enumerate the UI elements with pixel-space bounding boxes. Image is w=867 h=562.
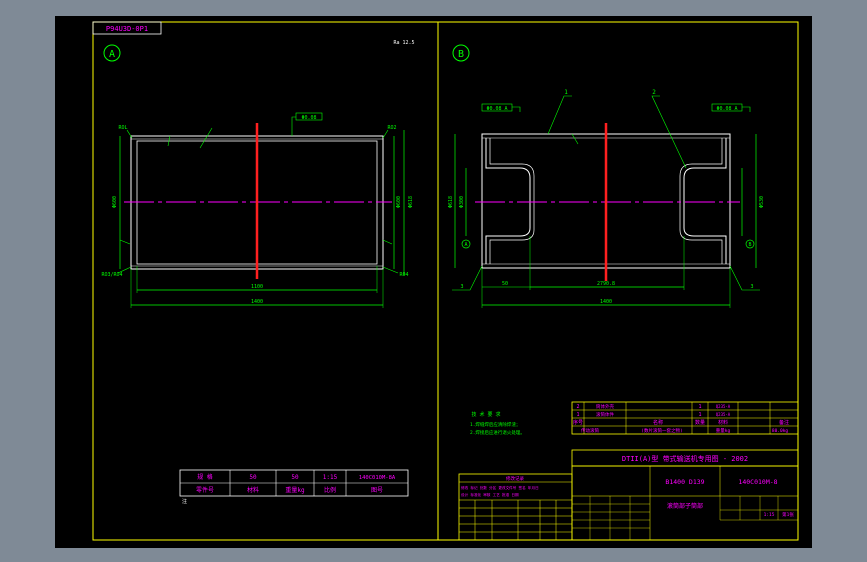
- spec-left: B1400 D139: [665, 478, 704, 486]
- scale-cell: 第1张: [782, 511, 794, 518]
- part-row-cell: Q235-A: [716, 412, 731, 417]
- view-a-tag-left-bottom: RO3/RO4: [101, 272, 122, 278]
- view-a-tag-top: Φ0.08: [301, 115, 316, 121]
- spec-cell: 140C010M-8A: [359, 475, 396, 481]
- view-a-roughness-note: Ra 12.5: [393, 40, 414, 46]
- scale-cell: 1:15: [764, 512, 775, 518]
- view-b-datum-a-circle: [461, 239, 471, 249]
- spec-cell: 50: [291, 474, 299, 481]
- view-b-left-width: 50: [502, 281, 508, 287]
- view-b-tag-left-box: [481, 103, 513, 112]
- view-b-datum-b-circle: [745, 239, 755, 249]
- technical-notes: 技 术 要 求 1.焊缝焊后应清除焊渣； 2.焊接后应进行退火处理。: [470, 411, 525, 436]
- info-cell: 传动滚筒: [581, 427, 599, 434]
- info-cell: (数片滚筒一套之物): [641, 427, 682, 434]
- part-row-cell: 1: [698, 412, 701, 418]
- view-a-tag-top-box: [295, 112, 323, 121]
- spec-cell: 材料: [247, 486, 259, 494]
- view-b-weld-right: 3: [750, 284, 753, 290]
- title-block: 2 筒体外壳 1 Q235-A 1 滚筒体件 1 Q235-A 序号 名称 数量…: [571, 401, 799, 541]
- spec-cell: 50: [249, 474, 257, 481]
- view-a-dia-left: Φ600: [112, 196, 118, 208]
- revision-line-2: 设计 标准化 审核 工艺 批准 日期: [461, 492, 519, 497]
- view-a-tag-right-bottom: RO4: [399, 272, 408, 278]
- part-row-cell: 筒体外壳: [596, 403, 614, 410]
- view-a-tag-left-top: ROL: [118, 125, 127, 131]
- spec-cell: 比例: [324, 486, 336, 494]
- view-b-tag-left: Φ0.08 A: [486, 106, 507, 112]
- view-a-label: A: [109, 49, 115, 60]
- revision-title: 修改记录: [506, 475, 524, 482]
- parts-header-cell: 备注: [779, 419, 789, 426]
- view-b-tag-right: Φ0.08 A: [716, 106, 737, 112]
- info-cell: 重量kg: [716, 427, 731, 434]
- spec-footnote: 注: [182, 498, 187, 505]
- view-a: A Ra 12.5 1100 1400 Φ600 Φ600 Φ618 Φ0.08…: [101, 40, 415, 308]
- parts-header-cell: 名称: [653, 419, 663, 426]
- notes-title: 技 术 要 求: [471, 411, 500, 418]
- sheet-border: [92, 21, 799, 541]
- view-b-datum-b: B: [748, 242, 751, 248]
- drawing-sheet: [55, 16, 812, 548]
- view-b-dia-total: Φ618: [448, 196, 454, 208]
- part-row-cell: 2: [576, 404, 579, 410]
- notes-line-2: 2.焊接后应进行退火处理。: [470, 429, 525, 436]
- view-b-tag-right-box: [711, 103, 743, 112]
- part-row-cell: 滚筒体件: [596, 411, 614, 418]
- view-a-label-circle: [103, 44, 121, 62]
- view-b-datum-a: A: [464, 242, 467, 248]
- view-b-dia-inner: Φ300: [459, 196, 465, 208]
- project-title: DTII(A)型 带式输送机专用图 - 2002: [622, 454, 748, 463]
- view-b-callout-1: 1: [564, 89, 568, 96]
- info-cell: 80.0kg: [772, 428, 789, 434]
- spec-cell: 重量kg: [285, 486, 305, 494]
- drawing-code-box: [92, 21, 162, 35]
- view-b-dia-outer: Φ530: [759, 196, 765, 208]
- view-a-tag-right-top: RO2: [387, 125, 396, 131]
- view-b-label: B: [458, 49, 464, 60]
- drawing-code: P94U3D-0P1: [106, 25, 148, 33]
- view-b-left-hub: [485, 138, 531, 264]
- spec-cell: 1:15: [323, 474, 338, 481]
- revision-line-1: 修改 标记 处数 分区 更改文件号 签名 年月日: [461, 485, 539, 490]
- view-b-right-hub: [683, 138, 727, 264]
- spec-cell: 零件号: [196, 486, 214, 494]
- part-row-cell: 1: [576, 412, 579, 418]
- view-b: B 50 2790.8 1400 Φ618 Φ300 Φ530: [448, 44, 765, 308]
- view-b-length-inner: 2790.8: [597, 281, 615, 287]
- drawing-number: 140C010M-8: [738, 478, 777, 486]
- spec-table: 规 格 50 50 1:15 140C010M-8A 零件号 材料 重量kg 比…: [179, 469, 409, 505]
- spec-cell: 规 格: [197, 473, 213, 481]
- view-b-callout-2: 2: [652, 89, 656, 96]
- parts-header-cell: 序号: [573, 419, 583, 426]
- spec-cell: 图号: [371, 487, 383, 494]
- parts-header-cell: 材料: [718, 419, 728, 426]
- view-b-length-total: 1400: [600, 299, 612, 305]
- part-row-cell: Q235-A: [716, 404, 731, 409]
- part-row-cell: 1: [698, 404, 701, 410]
- part-name: 滚筒部子筒部: [667, 502, 703, 510]
- view-b-label-circle: [452, 44, 470, 62]
- view-a-dia-right: Φ600: [396, 196, 402, 208]
- view-a-length-total: 1400: [251, 299, 263, 305]
- notes-line-1: 1.焊缝焊后应清除焊渣；: [470, 421, 520, 428]
- revision-table: 修改记录 修改 标记 处数 分区 更改文件号 签名 年月日 设计 标准化 审核 …: [458, 473, 573, 541]
- view-b-weld-left: 3: [460, 284, 463, 290]
- view-a-length-inner: 1100: [251, 284, 263, 290]
- view-a-dia-outer: Φ618: [408, 196, 414, 208]
- parts-header-cell: 数量: [695, 419, 705, 426]
